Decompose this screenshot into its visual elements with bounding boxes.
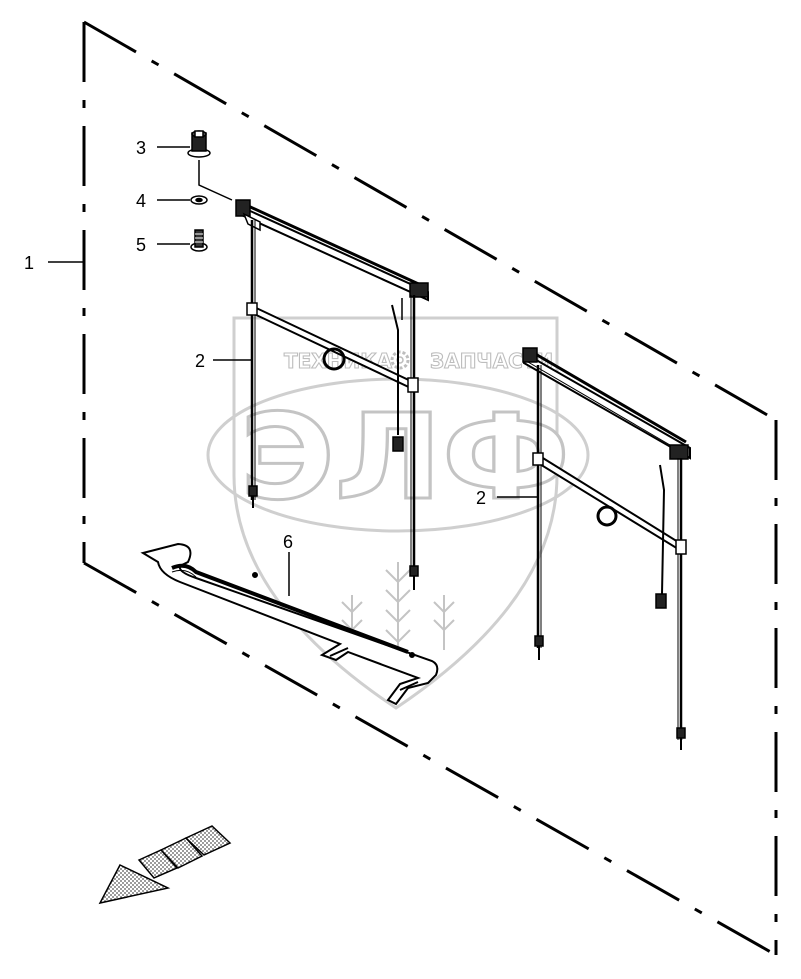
- boundary-bottom: [83, 561, 777, 957]
- kit-boundary: [82, 20, 778, 957]
- gear-icon: [390, 350, 410, 370]
- wheat-icon: [341, 562, 455, 650]
- curtain-rack-right: [522, 347, 691, 750]
- callout-4: 4: [136, 191, 146, 211]
- bolt-3: [187, 130, 211, 158]
- watermark-text-big: ЭЛФ: [240, 388, 570, 526]
- leader-lines: [48, 146, 538, 596]
- watermark-shield: [232, 316, 559, 710]
- fastener-leader: [198, 160, 233, 201]
- boundary-top: [83, 20, 777, 422]
- callout-2-right: 2: [476, 488, 486, 508]
- curtain-rack-left: [235, 199, 429, 590]
- callout-3: 3: [136, 138, 146, 158]
- callout-6: 6: [283, 532, 293, 552]
- washer-4: [190, 195, 208, 205]
- callout-5: 5: [136, 235, 146, 255]
- callouts: 1 2 2 3 4 5 6: [24, 138, 486, 552]
- screw-5: [190, 229, 208, 252]
- callout-1: 1: [24, 253, 34, 273]
- callout-2-left: 2: [195, 351, 205, 371]
- mounting-plate-6: [140, 542, 439, 706]
- direction-arrow-icon: [98, 825, 232, 905]
